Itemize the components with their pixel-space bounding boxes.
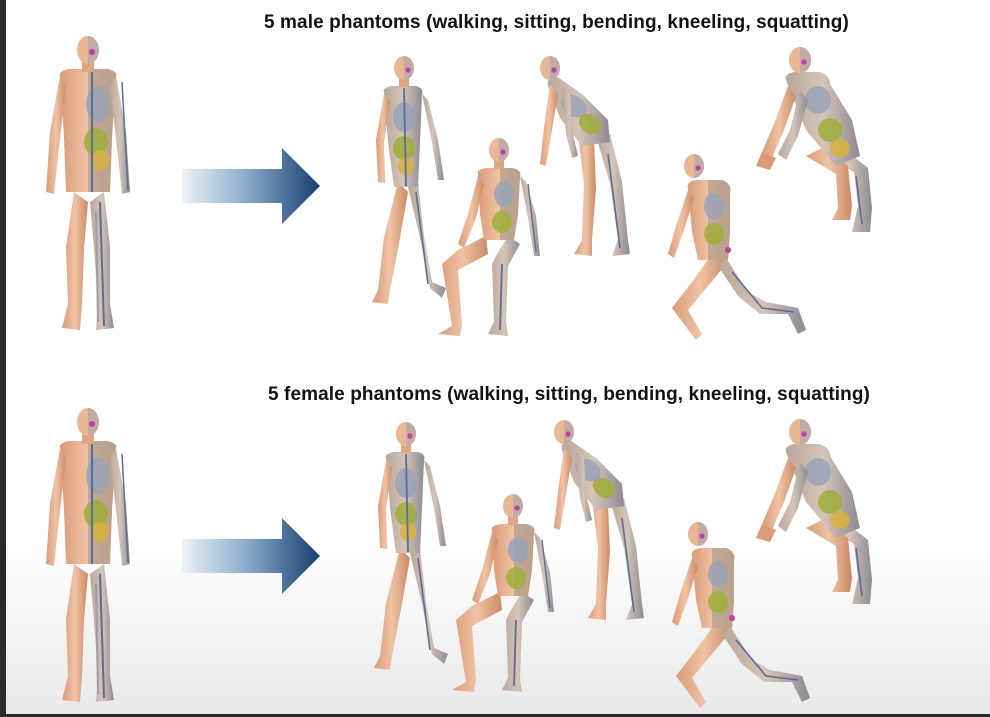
female-bending-phantom — [554, 420, 644, 620]
male-row-title: 5 male phantoms (walking, sitting, bendi… — [264, 12, 849, 34]
male-kneeling-phantom — [668, 154, 806, 340]
female-row — [46, 408, 872, 708]
female-squatting-phantom — [756, 419, 872, 604]
female-sitting-phantom — [452, 494, 554, 692]
female-arrow-icon — [182, 518, 320, 594]
male-standing-phantom — [46, 36, 130, 330]
male-bending-phantom — [540, 56, 630, 256]
male-walking-phantom — [372, 56, 446, 304]
female-row-title: 5 female phantoms (walking, sitting, ben… — [268, 384, 870, 406]
female-walking-phantom — [374, 422, 448, 670]
male-sitting-phantom — [438, 138, 540, 336]
male-arrow-icon — [182, 148, 320, 224]
female-standing-phantom — [46, 408, 130, 702]
male-squatting-phantom — [756, 47, 872, 232]
female-kneeling-phantom — [672, 522, 810, 708]
male-row — [46, 36, 872, 340]
left-border — [0, 0, 6, 717]
